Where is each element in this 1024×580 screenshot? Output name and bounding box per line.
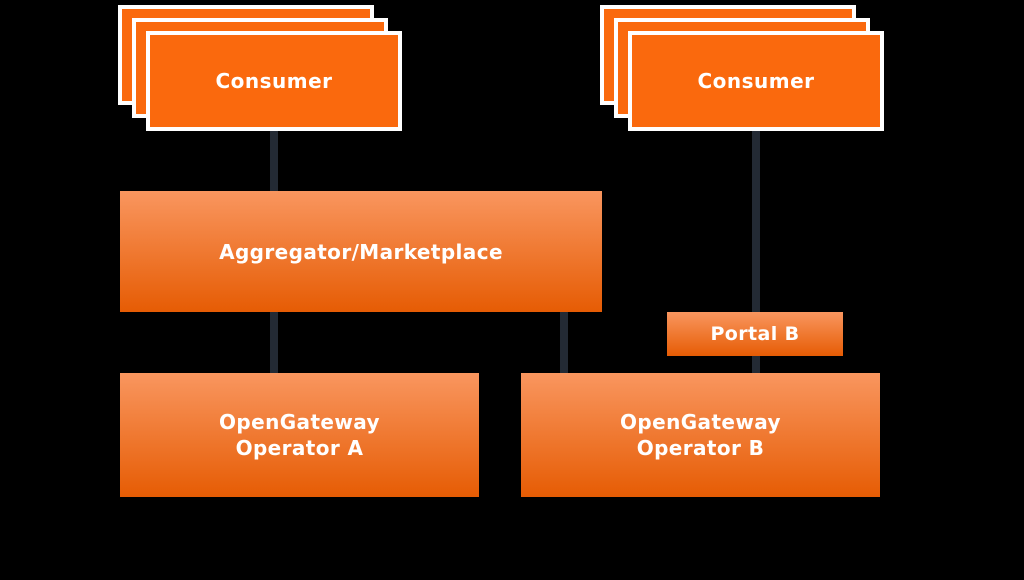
consumer-left-node: Consumer bbox=[146, 31, 402, 131]
operator-b-label-line2: Operator B bbox=[636, 436, 765, 460]
aggregator-marketplace-node: Aggregator/Marketplace bbox=[120, 191, 602, 312]
consumer-left-label: Consumer bbox=[215, 69, 333, 93]
portal-b-node: Portal B bbox=[667, 312, 843, 356]
connector-aggregator-to-operator-a bbox=[270, 311, 278, 374]
connector-consumer-right-to-portal-b bbox=[752, 130, 760, 313]
consumer-right-node: Consumer bbox=[628, 31, 884, 131]
connector-consumer-left-to-aggregator bbox=[270, 130, 278, 192]
operator-a-label-line1: OpenGateway bbox=[219, 410, 380, 434]
opengateway-operator-b-node: OpenGateway Operator B bbox=[521, 373, 880, 497]
operator-b-label-line1: OpenGateway bbox=[620, 410, 781, 434]
portal-b-label: Portal B bbox=[710, 323, 800, 345]
aggregator-marketplace-label: Aggregator/Marketplace bbox=[219, 239, 503, 264]
operator-a-label-line2: Operator A bbox=[235, 436, 364, 460]
opengateway-operator-a-node: OpenGateway Operator A bbox=[120, 373, 479, 497]
connector-aggregator-to-operator-b bbox=[560, 311, 568, 374]
connector-portal-b-to-operator-b bbox=[752, 355, 760, 374]
consumer-right-label: Consumer bbox=[697, 69, 815, 93]
